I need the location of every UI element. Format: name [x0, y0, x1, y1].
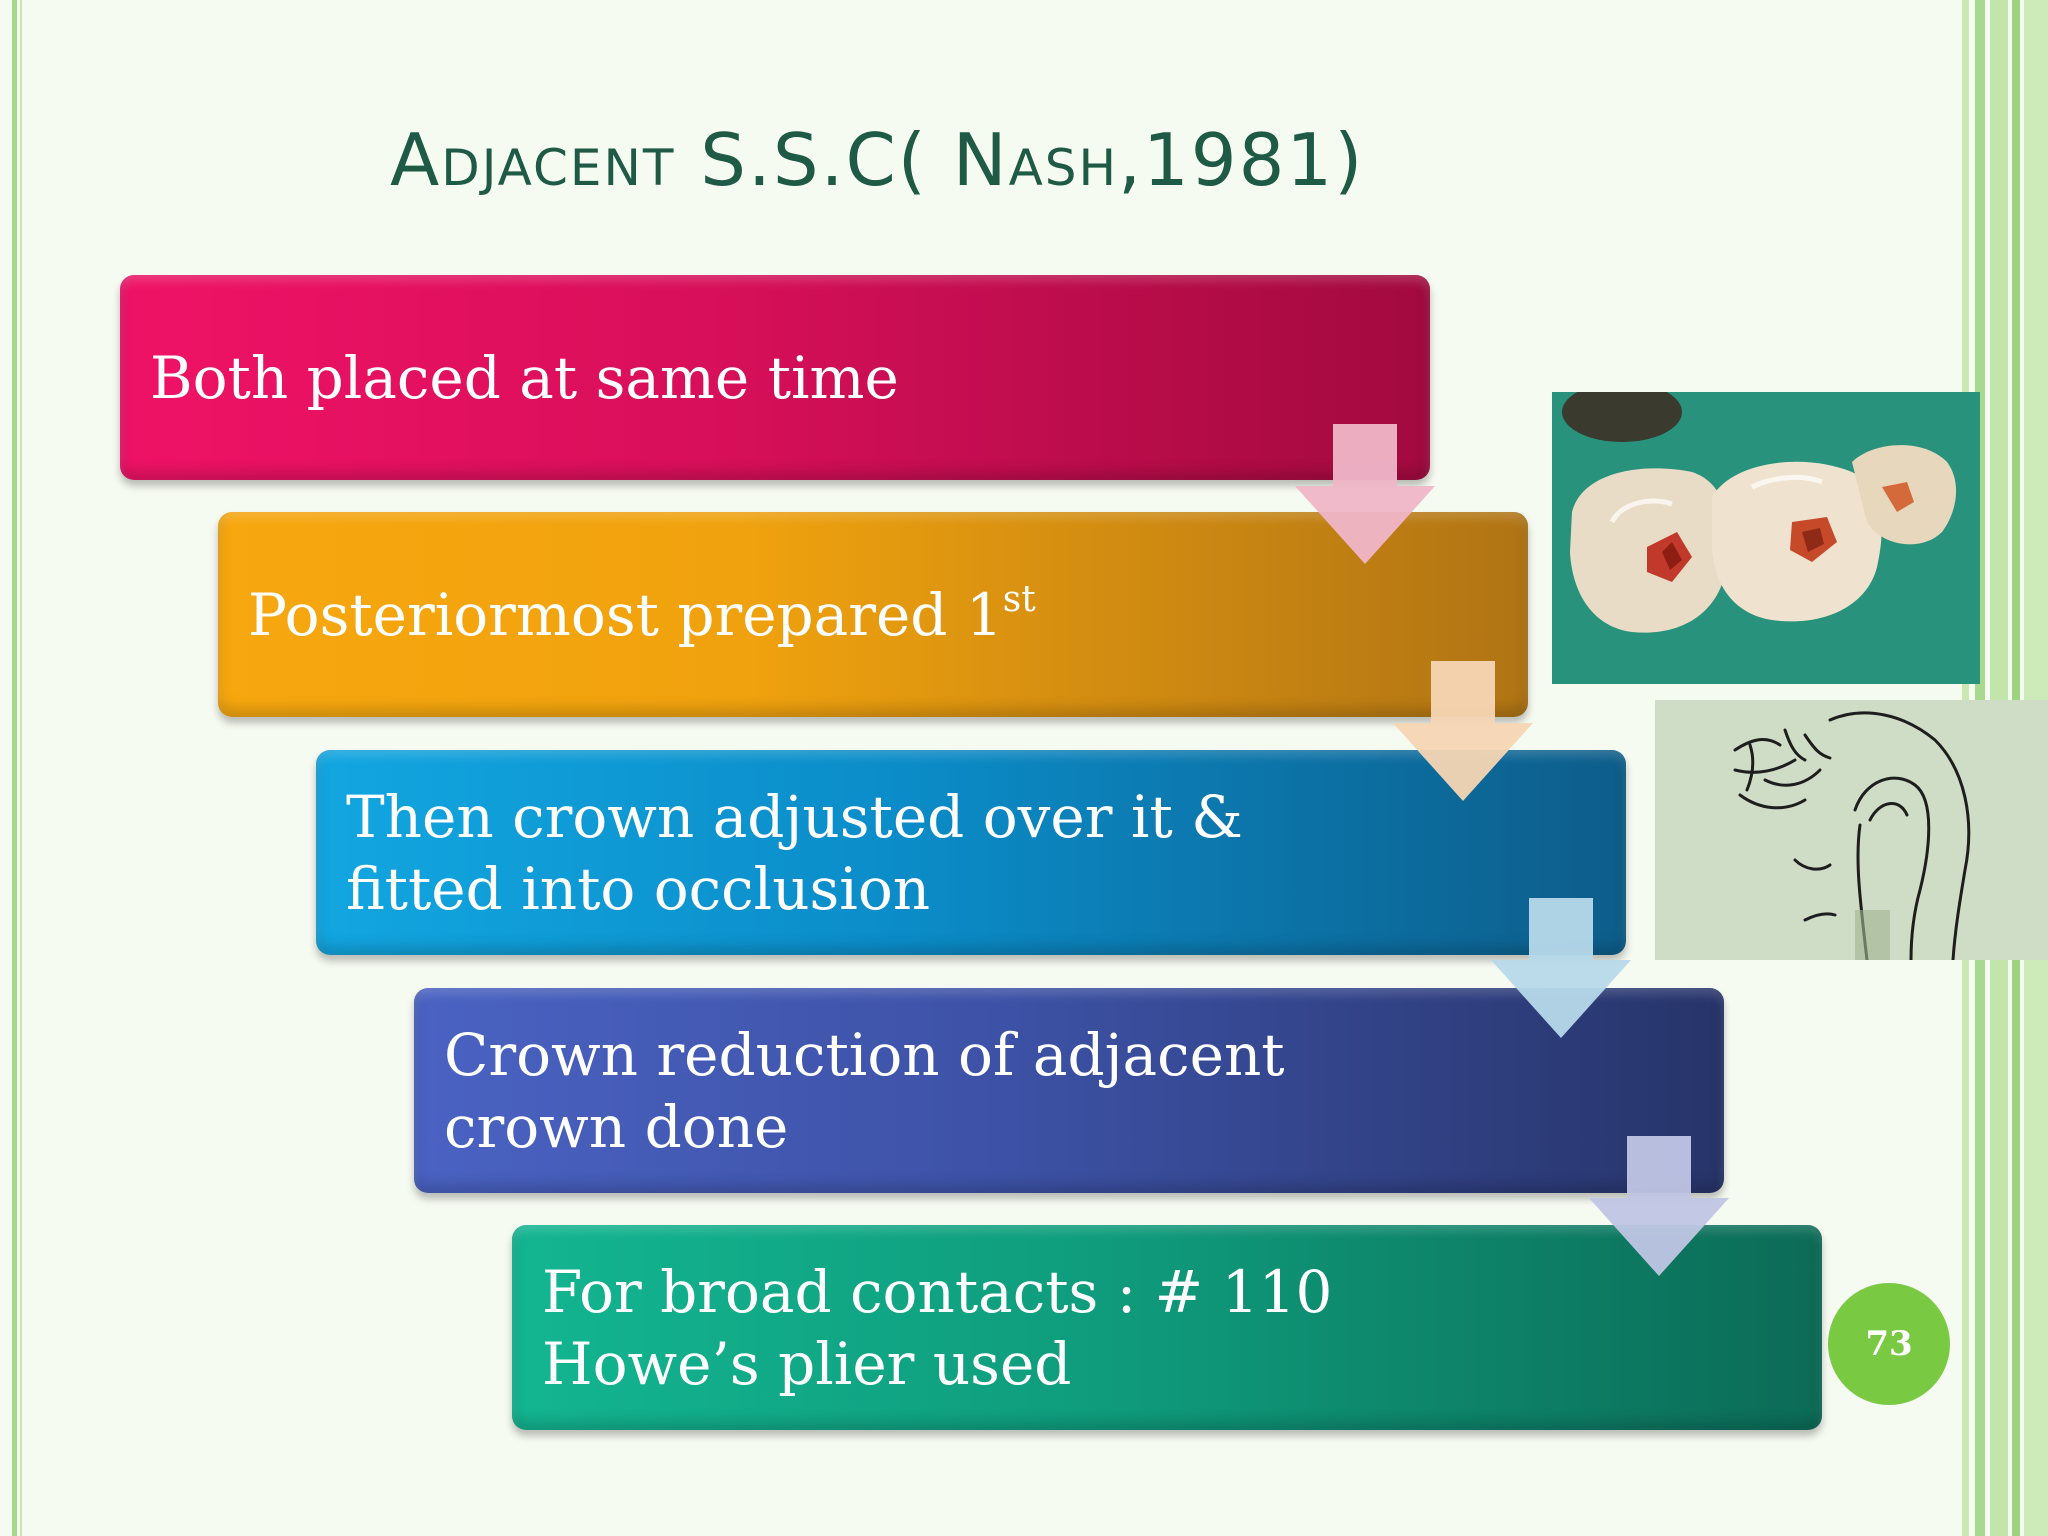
left-border-stripe-thin	[20, 0, 22, 1536]
process-step-3: Then crown adjusted over it & fitted int…	[316, 750, 1626, 955]
teeth-photo	[1552, 392, 1980, 684]
process-step-text: Both placed at same time	[150, 343, 899, 412]
crown-sketch	[1655, 700, 2048, 960]
process-step-1: Both placed at same time	[120, 275, 1430, 480]
page-number: 73	[1865, 1324, 1913, 1364]
down-arrow-icon	[1295, 424, 1435, 564]
down-arrow-icon	[1491, 898, 1631, 1038]
process-step-text: Then crown adjusted over it & fitted int…	[346, 782, 1243, 923]
process-step-text: Crown reduction of adjacent crown done	[444, 1020, 1285, 1161]
slide-title: Adjacent S.S.C( Nash,1981)	[390, 118, 1365, 202]
process-step-text: For broad contacts : # 110 Howe’s plier …	[542, 1257, 1333, 1398]
process-step-superscript: st	[1002, 578, 1036, 620]
page-number-badge: 73	[1828, 1283, 1950, 1405]
process-step-4: Crown reduction of adjacent crown done	[414, 988, 1724, 1193]
process-step-text: Posteriormost prepared 1st	[248, 579, 1036, 651]
process-step-2: Posteriormost prepared 1st	[218, 512, 1528, 717]
process-step-text-main: Posteriormost prepared 1	[248, 580, 1003, 649]
down-arrow-icon	[1589, 1136, 1729, 1276]
process-step-5: For broad contacts : # 110 Howe’s plier …	[512, 1225, 1822, 1430]
down-arrow-icon	[1393, 661, 1533, 801]
left-border-stripe	[12, 0, 17, 1536]
